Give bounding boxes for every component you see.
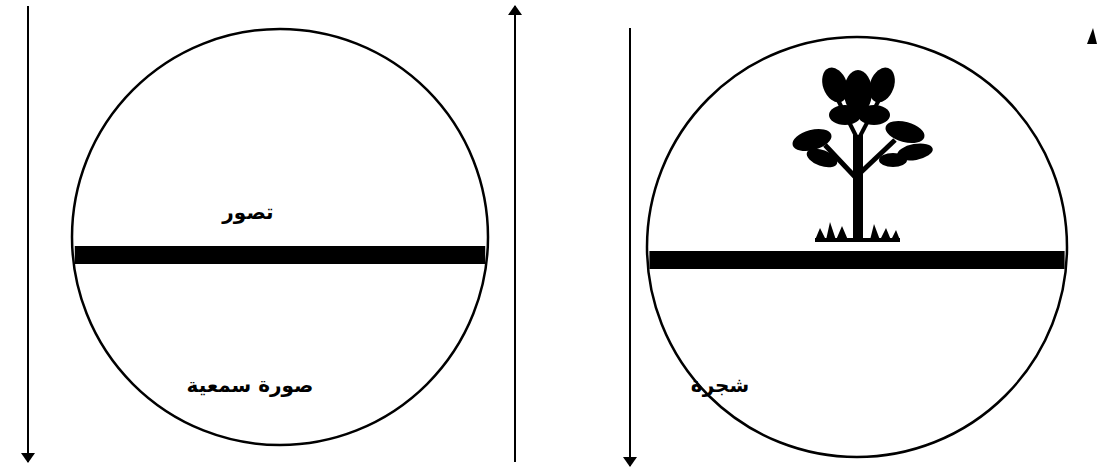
- arrow-head: [1087, 28, 1097, 44]
- sign-circle: شجرة: [645, 35, 1069, 459]
- dividing-bar: [75, 246, 485, 264]
- dividing-bar: [649, 251, 1064, 269]
- tree-illustration: [790, 64, 934, 242]
- up-arrow: [514, 6, 516, 462]
- sign-label: شجرة: [691, 373, 749, 397]
- sign-label: صورة سمعية: [187, 373, 314, 397]
- down-arrow: [629, 28, 631, 466]
- sign-label: تصور: [222, 200, 273, 224]
- sign-circle: تصور صورة سمعية: [70, 27, 490, 447]
- down-arrow: [27, 6, 29, 462]
